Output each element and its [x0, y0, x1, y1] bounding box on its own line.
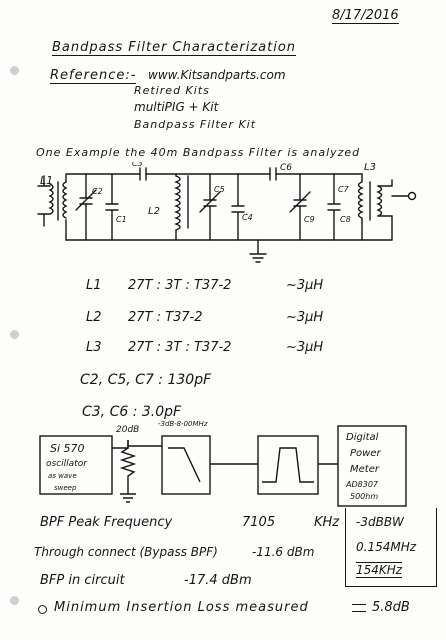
- inductor-spec: 27T : T37-2: [128, 310, 203, 325]
- bandwidth-label: -3dBBW: [356, 515, 404, 529]
- capacitor-values: C2, C5, C7 : 130pF: [80, 372, 212, 388]
- source-line: Si 570: [50, 442, 85, 455]
- inductor-name: L3: [86, 340, 102, 355]
- label-L3: L3: [364, 162, 376, 173]
- inductor-name: L1: [86, 278, 102, 293]
- test-setup-block-diagram: 20dB -3dB-8-00MHz Si 570 oscillator as w…: [39, 420, 407, 507]
- bandwidth-result: 154KHz: [356, 562, 403, 578]
- meter-line: AD8307: [345, 480, 379, 489]
- bandpass-filter-schematic: L1 C2 C1 C3 L2 C5 C4 C6 C9 C7 C8 L3: [37, 162, 417, 263]
- result-label: BPF Peak Frequency: [40, 515, 173, 530]
- attenuator-label: 20dB: [116, 425, 139, 435]
- inductor-value: ~3µH: [286, 278, 324, 293]
- bandwidth-box: [345, 508, 437, 587]
- result-value: -11.6 dBm: [252, 545, 315, 559]
- meter-line: 500hm: [350, 492, 378, 501]
- result-value: 7105: [242, 515, 276, 530]
- bullet-icon: [38, 605, 47, 614]
- result-value: -17.4 dBm: [184, 573, 252, 588]
- meter-line: Meter: [350, 464, 380, 475]
- label-C6: C6: [280, 163, 292, 173]
- inductor-spec: 27T : 3T : T37-2: [128, 278, 232, 293]
- label-C3: C3: [132, 162, 143, 168]
- example-line: One Example the 40m Bandpass Filter is a…: [36, 146, 361, 159]
- source-line: as wave: [48, 472, 77, 480]
- reference-line: www.Kitsandparts.com: [148, 68, 286, 82]
- lpf-label: -3dB-8-00MHz: [158, 420, 208, 428]
- inductor-value: ~3µH: [286, 310, 324, 325]
- bandwidth-calc: 0.154MHz: [356, 540, 417, 554]
- capacitor-values: C3, C6 : 3.0pF: [82, 404, 182, 420]
- reference-line: Retired Kits: [134, 84, 210, 97]
- punch-hole: [10, 66, 19, 75]
- label-C5: C5: [214, 185, 225, 194]
- label-C9: C9: [304, 215, 315, 224]
- result-label: Through connect (Bypass BPF): [34, 545, 218, 559]
- reference-label: Reference:-: [50, 68, 137, 84]
- punch-hole: [10, 330, 19, 339]
- page-title: Bandpass Filter Characterization: [52, 40, 297, 56]
- source-line: oscillator: [46, 459, 88, 469]
- meter-line: Power: [350, 448, 381, 459]
- label-C2: C2: [92, 187, 103, 196]
- result-value: 5.8dB: [372, 600, 410, 615]
- inductor-spec: 27T : 3T : T37-2: [128, 340, 232, 355]
- reference-line: multiPIG + Kit: [134, 100, 219, 114]
- label-C8: C8: [340, 215, 351, 224]
- label-C1: C1: [116, 215, 127, 224]
- punch-hole: [10, 596, 19, 605]
- result-label: BFP in circuit: [40, 573, 125, 588]
- result-unit: KHz: [314, 515, 340, 530]
- result-label: Minimum Insertion Loss measured: [54, 600, 309, 615]
- label-L1: L1: [40, 174, 53, 187]
- inductor-name: L2: [86, 310, 102, 325]
- result-equals-icon: [352, 604, 366, 612]
- label-L2: L2: [148, 206, 160, 217]
- page-date: 8/17/2016: [332, 8, 399, 24]
- label-C4: C4: [242, 213, 253, 222]
- label-C7: C7: [338, 185, 350, 194]
- source-line: sweep: [54, 484, 77, 492]
- meter-line: Digital: [346, 432, 379, 443]
- reference-line: Bandpass Filter Kit: [134, 118, 257, 131]
- inductor-value: ~3µH: [286, 340, 324, 355]
